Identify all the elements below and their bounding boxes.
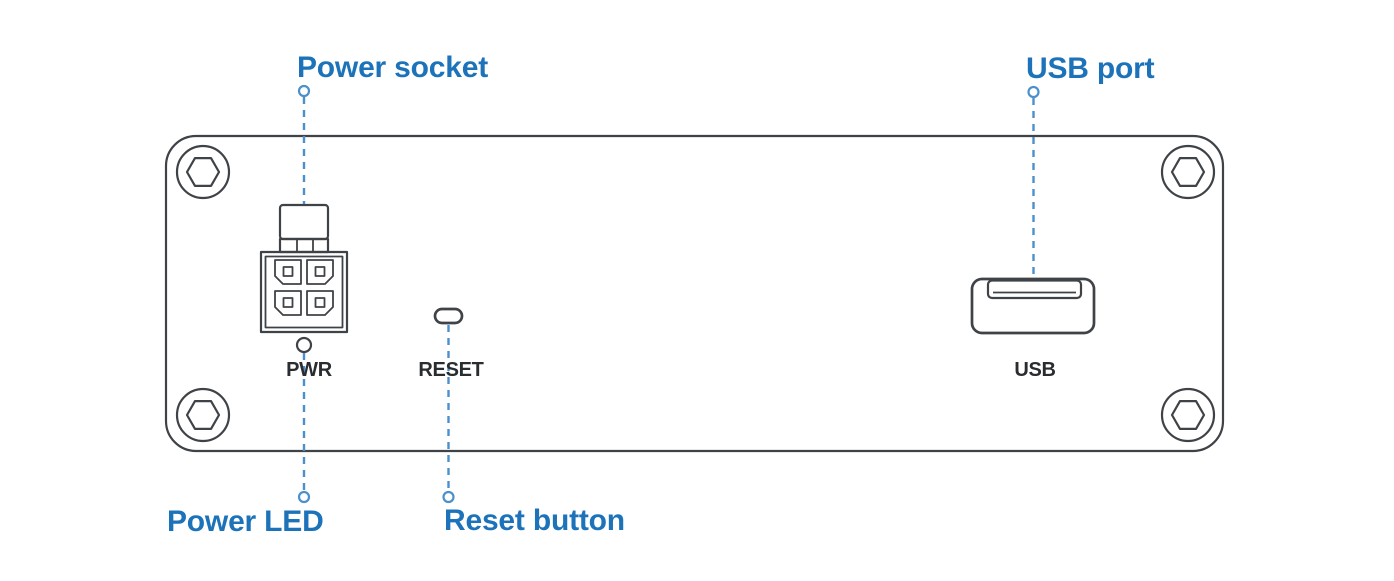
device-outline [164,134,1225,453]
corner-screw-icon [1160,144,1216,200]
reset-button-icon [433,307,464,325]
power-socket-callout-dot [297,84,311,98]
corner-screw-icon [175,387,231,443]
reset-button-callout [442,325,455,504]
power-socket-label: Power socket [297,51,489,84]
reset-button-callout-dot [442,490,455,504]
power-socket-callout [297,84,311,204]
usb-port-label: USB port [1026,52,1155,85]
power-led-label: Power LED [167,505,324,538]
corner-screw-icon [1160,387,1216,443]
corner-screw-icon [175,144,231,200]
reset-label: RESET [418,359,484,381]
usb-label: USB [1014,359,1056,381]
usb-port-callout [1027,85,1040,278]
power-socket-icon [259,203,349,334]
reset-button-label: Reset button [444,504,625,537]
power-led-callout-dot [297,490,311,504]
usb-port-icon [970,277,1096,335]
usb-port-callout-dot [1027,85,1040,99]
pwr-label: PWR [286,359,332,381]
power-led-callout [297,353,311,504]
power-led-icon [295,336,313,354]
